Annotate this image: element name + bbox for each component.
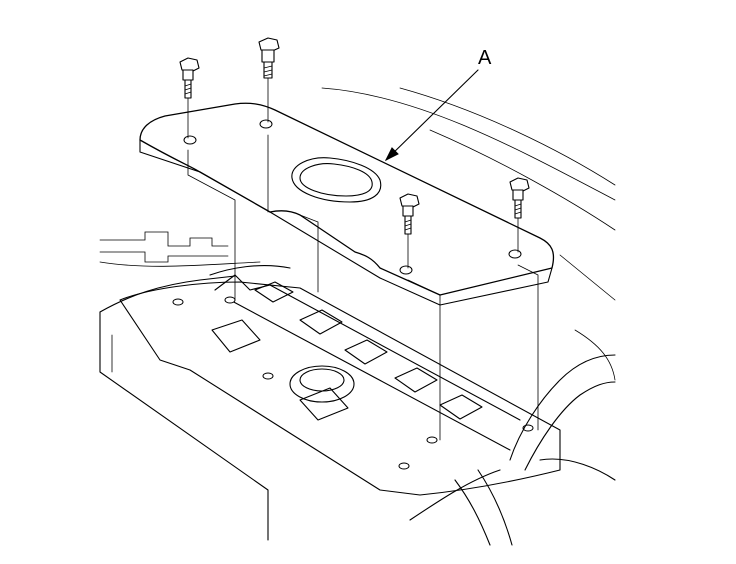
alignment-lines <box>187 77 539 441</box>
callout-label-a: A <box>478 47 492 69</box>
callout-a: A <box>384 47 492 162</box>
bolt-2 <box>258 37 280 79</box>
bolt-4 <box>509 177 530 219</box>
mounting-bolts <box>179 37 530 235</box>
bolt-3 <box>399 193 420 235</box>
engine-cover-part-a <box>139 102 555 306</box>
cylinder-head-cover <box>119 274 561 496</box>
fender-panel <box>99 264 291 541</box>
hoses <box>409 354 616 546</box>
wire-harness-connector <box>99 231 261 267</box>
hood-outline <box>321 87 616 381</box>
bolt-1 <box>179 57 200 99</box>
